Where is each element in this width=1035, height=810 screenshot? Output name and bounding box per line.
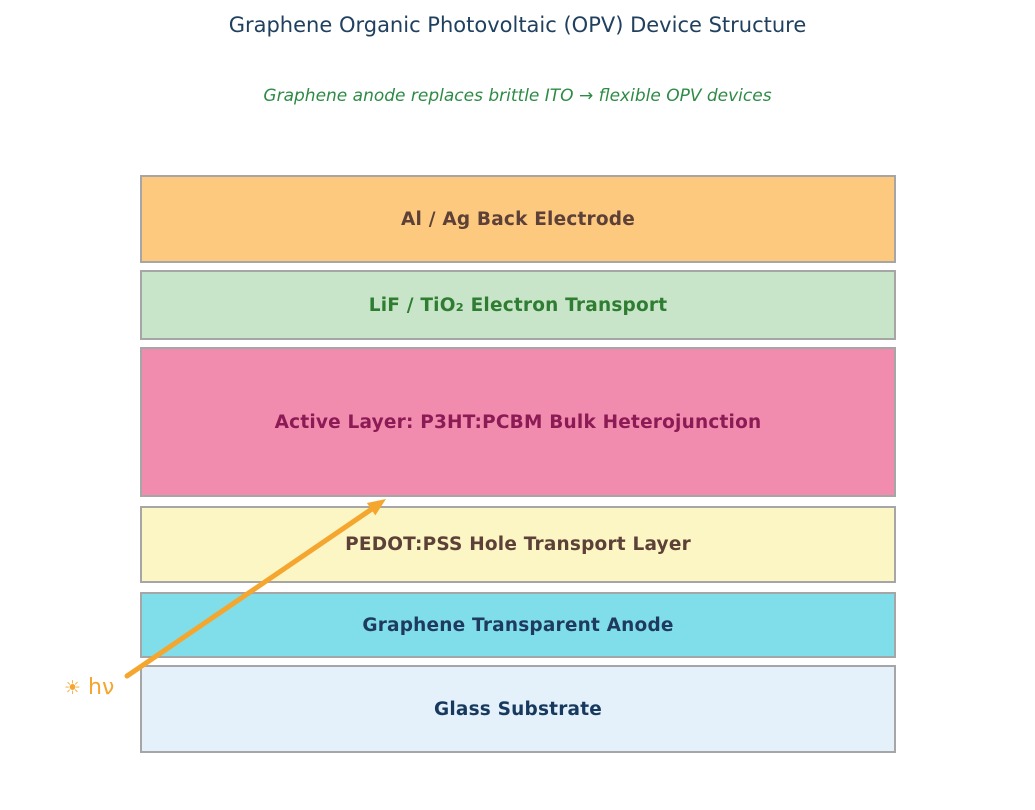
layer-glass-substrate: Glass Substrate	[140, 665, 896, 753]
incident-light-label: ☀ hν	[64, 675, 114, 701]
layer-al-ag-back-electrode: Al / Ag Back Electrode	[140, 175, 896, 263]
layer-label: Al / Ag Back Electrode	[401, 208, 635, 230]
layer-pedot-pss-hole-transport: PEDOT:PSS Hole Transport Layer	[140, 506, 896, 583]
photon-hv-label: hν	[88, 675, 115, 700]
layer-label: Active Layer: P3HT:PCBM Bulk Heterojunct…	[274, 411, 762, 433]
layer-active-p3ht-pcbm-heterojunction: Active Layer: P3HT:PCBM Bulk Heterojunct…	[140, 347, 896, 497]
diagram-subtitle: Graphene anode replaces brittle ITO → fl…	[263, 86, 772, 106]
layer-label: PEDOT:PSS Hole Transport Layer	[345, 534, 691, 555]
sun-icon: ☀	[64, 677, 82, 699]
layer-lif-tio2-electron-transport: LiF / TiO₂ Electron Transport	[140, 270, 896, 340]
layer-graphene-transparent-anode: Graphene Transparent Anode	[140, 592, 896, 658]
layer-label: LiF / TiO₂ Electron Transport	[368, 294, 668, 316]
layer-label: Graphene Transparent Anode	[362, 614, 674, 636]
diagram-title: Graphene Organic Photovoltaic (OPV) Devi…	[228, 13, 807, 37]
layer-label: Glass Substrate	[433, 698, 603, 720]
